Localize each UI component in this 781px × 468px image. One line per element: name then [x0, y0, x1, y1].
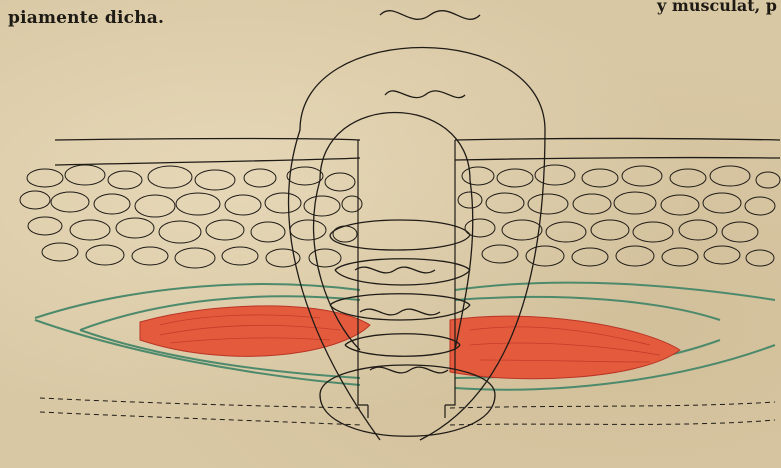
- incision: [358, 140, 455, 418]
- deep-layer: [40, 398, 775, 425]
- fat-layer: [20, 165, 780, 268]
- skin-layer: [55, 139, 780, 166]
